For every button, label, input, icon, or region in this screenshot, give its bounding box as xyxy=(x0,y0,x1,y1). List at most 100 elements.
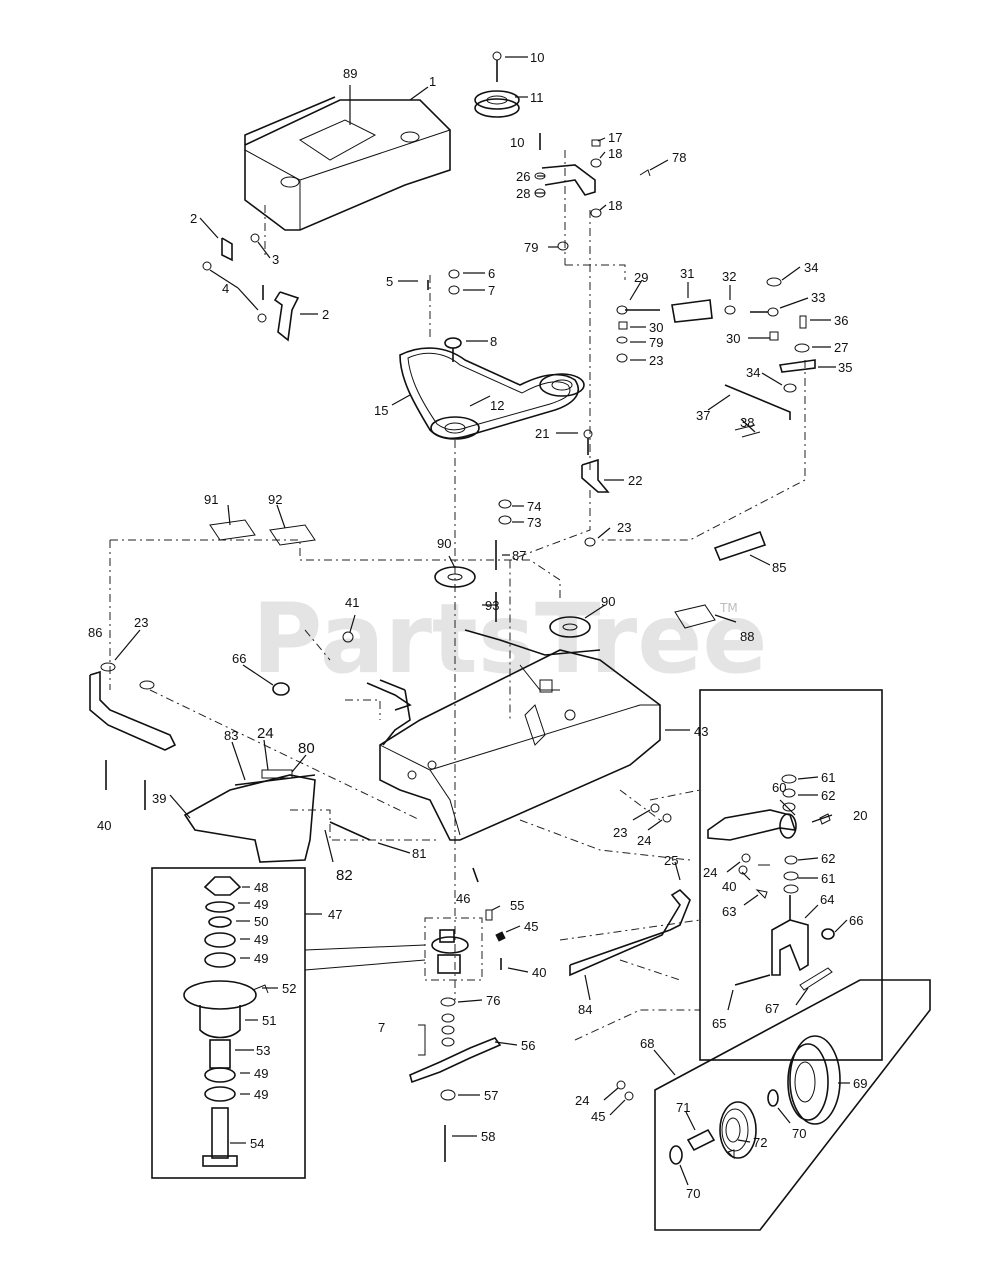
callout-labels: 89 1 10 11 10 17 18 78 18 26 28 79 2 3 4… xyxy=(88,50,867,1201)
spindle-inline xyxy=(304,867,506,981)
callout-45a: 45 xyxy=(524,919,538,934)
callout-66b: 66 xyxy=(849,913,863,928)
callout-23a: 23 xyxy=(649,353,663,368)
callout-62b: 62 xyxy=(821,851,835,866)
callout-34b: 34 xyxy=(746,365,760,380)
callout-92: 92 xyxy=(268,492,282,507)
callout-36: 36 xyxy=(834,313,848,328)
idler-arm xyxy=(534,139,651,251)
callout-25: 25 xyxy=(664,853,678,868)
callout-84: 84 xyxy=(578,1002,592,1017)
callout-79b: 79 xyxy=(649,335,663,350)
callout-35: 35 xyxy=(838,360,852,375)
leader-arrows xyxy=(114,56,850,1186)
callout-48: 48 xyxy=(254,880,268,895)
callout-83: 83 xyxy=(224,728,238,743)
callout-49c: 49 xyxy=(254,951,268,966)
callout-88: 88 xyxy=(740,629,754,644)
callout-61a: 61 xyxy=(821,770,835,785)
callout-27: 27 xyxy=(834,340,848,355)
callout-50: 50 xyxy=(254,914,268,929)
callout-26: 26 xyxy=(516,169,530,184)
callout-45b: 45 xyxy=(591,1109,605,1124)
callout-34a: 34 xyxy=(804,260,818,275)
callout-72: 72 xyxy=(753,1135,767,1150)
callout-24a: 24 xyxy=(257,725,274,742)
callout-65: 65 xyxy=(712,1016,726,1031)
callout-86: 86 xyxy=(88,625,102,640)
callout-87: 87 xyxy=(512,548,526,563)
callout-24c: 24 xyxy=(575,1093,589,1108)
callout-89: 89 xyxy=(343,66,357,81)
callout-17: 17 xyxy=(608,130,622,145)
callout-43: 43 xyxy=(694,724,708,739)
callout-52: 52 xyxy=(282,981,296,996)
deflector xyxy=(183,769,371,863)
callout-70a: 70 xyxy=(792,1126,806,1141)
callout-39: 39 xyxy=(152,791,166,806)
callout-32: 32 xyxy=(722,269,736,284)
callout-71: 71 xyxy=(676,1100,690,1115)
callout-23d: 23 xyxy=(613,825,627,840)
callout-78: 78 xyxy=(672,150,686,165)
callout-49a: 49 xyxy=(254,897,268,912)
callout-29: 29 xyxy=(634,270,648,285)
deck-housing xyxy=(379,629,661,841)
callout-24b: 24 xyxy=(637,833,651,848)
callout-10b: 10 xyxy=(510,135,524,150)
callout-31: 31 xyxy=(680,266,694,281)
cover-brackets xyxy=(202,233,300,342)
callout-47: 47 xyxy=(328,907,342,922)
callout-49d: 49 xyxy=(254,1066,268,1081)
callout-38: 38 xyxy=(740,415,754,430)
callout-23b: 23 xyxy=(617,520,631,535)
callout-90b: 90 xyxy=(601,594,615,609)
callout-61b: 61 xyxy=(821,871,835,886)
callout-22: 22 xyxy=(628,473,642,488)
callout-46: 46 xyxy=(456,891,470,906)
callout-64: 64 xyxy=(820,892,834,907)
decals xyxy=(209,499,767,629)
callout-2b: 2 xyxy=(322,307,329,322)
callout-63: 63 xyxy=(722,904,736,919)
callout-21: 21 xyxy=(535,426,549,441)
callout-70b: 70 xyxy=(686,1186,700,1201)
callout-11: 11 xyxy=(530,90,544,105)
callout-18b: 18 xyxy=(608,198,622,213)
drive-belt xyxy=(399,269,585,440)
caster-upper-parts xyxy=(707,774,835,991)
callout-53: 53 xyxy=(256,1043,270,1058)
callout-15: 15 xyxy=(374,403,388,418)
callout-10a: 10 xyxy=(530,50,544,65)
callout-3: 3 xyxy=(272,252,279,267)
callout-82: 82 xyxy=(336,867,353,884)
callout-33: 33 xyxy=(811,290,825,305)
callout-23c: 23 xyxy=(134,615,148,630)
spindle-box xyxy=(151,867,306,1179)
callout-5: 5 xyxy=(386,274,393,289)
spindle-parts xyxy=(183,876,269,1167)
callout-74: 74 xyxy=(527,499,541,514)
wheel-parts xyxy=(669,1035,841,1165)
callout-12: 12 xyxy=(490,398,504,413)
callout-40a: 40 xyxy=(97,818,111,833)
callout-73: 73 xyxy=(527,515,541,530)
bracket-22 xyxy=(581,429,610,547)
callout-7a: 7 xyxy=(488,283,495,298)
callout-58: 58 xyxy=(481,1129,495,1144)
wheel-box xyxy=(654,979,931,1231)
watermark-tm: TM xyxy=(719,601,738,615)
callout-55: 55 xyxy=(510,898,524,913)
callout-80: 80 xyxy=(298,740,315,757)
callout-81: 81 xyxy=(412,846,426,861)
callout-67: 67 xyxy=(765,1001,779,1016)
belt-cover xyxy=(244,96,451,231)
callout-2a: 2 xyxy=(190,211,197,226)
caster-box-upper xyxy=(699,689,883,1061)
callout-6: 6 xyxy=(488,266,495,281)
callout-57: 57 xyxy=(484,1088,498,1103)
callout-68: 68 xyxy=(640,1036,654,1051)
callout-69: 69 xyxy=(853,1076,867,1091)
assembly-lines xyxy=(109,150,806,1041)
